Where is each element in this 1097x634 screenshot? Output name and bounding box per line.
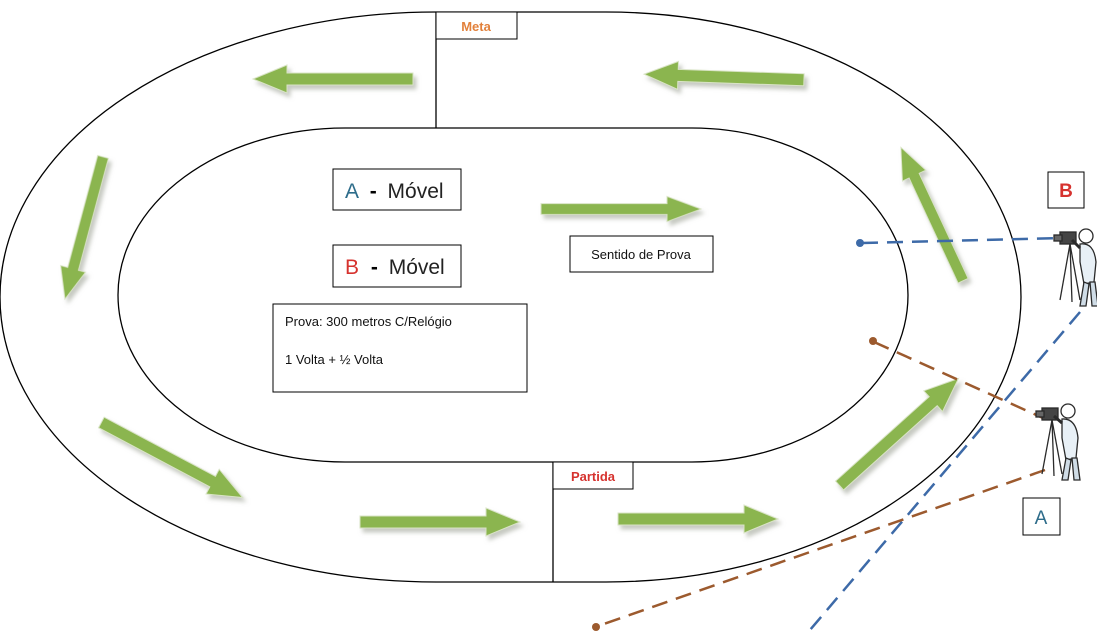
camera-b-label: B: [1059, 181, 1073, 202]
legend-b-text: Móvel: [389, 256, 445, 279]
camera-operator-a-icon: [1035, 403, 1081, 481]
arrow-direction: [540, 195, 702, 223]
camera-b-sightline: [861, 236, 1064, 245]
legend-b: B - Móvel: [345, 256, 445, 279]
camera-a-label: A: [1035, 508, 1048, 529]
camera-a-long-line: [597, 468, 1046, 628]
legend-a-box: [332, 168, 462, 211]
race-info-box: [272, 303, 528, 393]
arrow-top-right: [643, 59, 805, 95]
legend-a-separator: -: [370, 180, 377, 203]
race-info-line2: 1 Volta + ½ Volta: [285, 352, 384, 367]
legend-a-letter: A: [345, 180, 359, 203]
inner-track: [117, 127, 909, 463]
legend-b-box: [332, 244, 462, 288]
direction-label: Sentido de Prova: [591, 247, 692, 262]
legend-a-text: Móvel: [388, 180, 444, 203]
camera-a-label-box: [1022, 497, 1061, 536]
camera-a-target-dot: [869, 337, 877, 345]
arrow-bottom-left: [94, 409, 250, 511]
arrow-left: [52, 153, 116, 303]
meta-label-box: [435, 11, 518, 40]
camera-b-label-box: [1047, 171, 1085, 209]
outer-track: [0, 11, 1022, 583]
track-arrows: [52, 59, 976, 537]
race-info-line1: Prova: 300 metros C/Relógio: [285, 314, 452, 329]
direction-label-box: [569, 235, 714, 273]
arrow-right-lower: [829, 367, 969, 497]
partida-label-box: [552, 461, 634, 490]
legend-b-separator: -: [371, 256, 378, 279]
meta-label: Meta: [461, 19, 491, 34]
camera-a-far-dot: [592, 623, 600, 631]
camera-a-lines: [597, 340, 1046, 628]
camera-b-target-dot: [856, 239, 864, 247]
camera-b-long-line: [809, 311, 1081, 631]
camera-a-sightline: [873, 340, 1044, 420]
arrow-bottom-center: [359, 507, 521, 537]
camera-b-lines: [809, 236, 1081, 631]
arrow-bottom-right: [617, 504, 779, 534]
arrow-right-upper: [888, 141, 976, 287]
arrow-top-left: [252, 64, 414, 94]
partida-label: Partida: [571, 469, 616, 484]
camera-operator-b-icon: [1053, 228, 1097, 307]
legend-b-letter: B: [345, 256, 359, 279]
legend-a: A - Móvel: [345, 180, 444, 203]
